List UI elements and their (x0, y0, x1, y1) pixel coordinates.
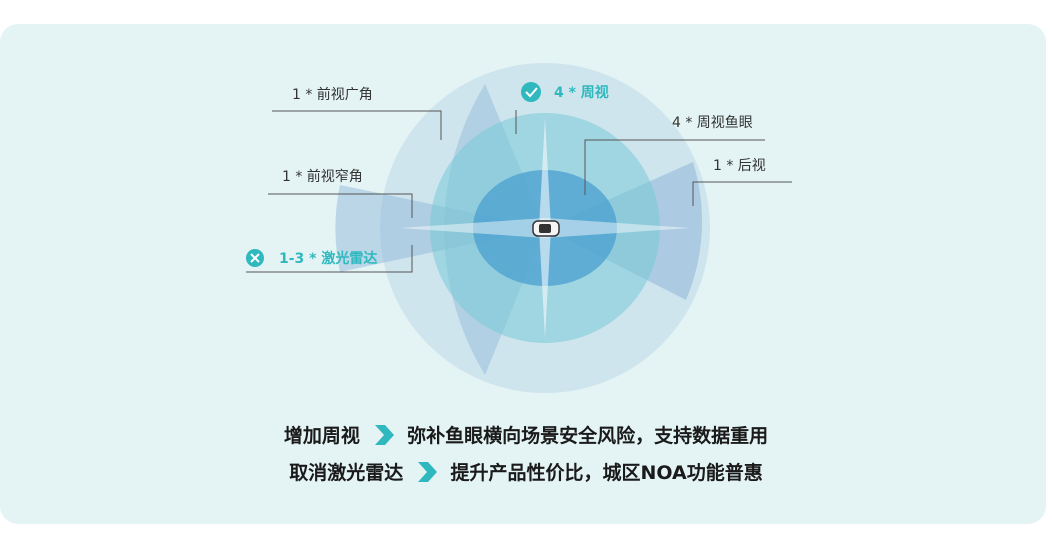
cross-icon (246, 249, 264, 267)
label-rear: 1 * 后视 (713, 158, 766, 174)
chevron-right-icon (417, 461, 437, 482)
caption-2: 取消激光雷达 提升产品性价比，城区NOA功能普惠 (0, 458, 1052, 485)
leader-lines (246, 110, 792, 273)
chevron-right-icon (374, 424, 394, 445)
label-lidar: 1-3 * 激光雷达 (279, 250, 377, 267)
caption-1: 增加周视 弥补鱼眼横向场景安全风险，支持数据重用 (0, 421, 1052, 448)
caption-2-text: 提升产品性价比，城区NOA功能普惠 (450, 462, 763, 484)
label-surround: 4 * 周视 (554, 84, 609, 101)
leader-fisheye (584, 139, 765, 195)
leader-front-wide (272, 110, 442, 140)
car-icon (532, 220, 560, 237)
leader-rear (692, 181, 792, 206)
label-front-wide: 1 * 前视广角 (292, 86, 373, 103)
caption-1-text: 弥补鱼眼横向场景安全风险，支持数据重用 (407, 425, 769, 447)
leader-front-narrow (268, 193, 413, 218)
leader-lidar (246, 245, 413, 273)
check-icon (521, 82, 541, 102)
label-front-narrow: 1 * 前视窄角 (282, 168, 363, 185)
caption-2-lead: 取消激光雷达 (289, 462, 404, 484)
caption-1-lead: 增加周视 (283, 425, 360, 447)
label-fisheye: 4 * 周视鱼眼 (672, 114, 753, 131)
